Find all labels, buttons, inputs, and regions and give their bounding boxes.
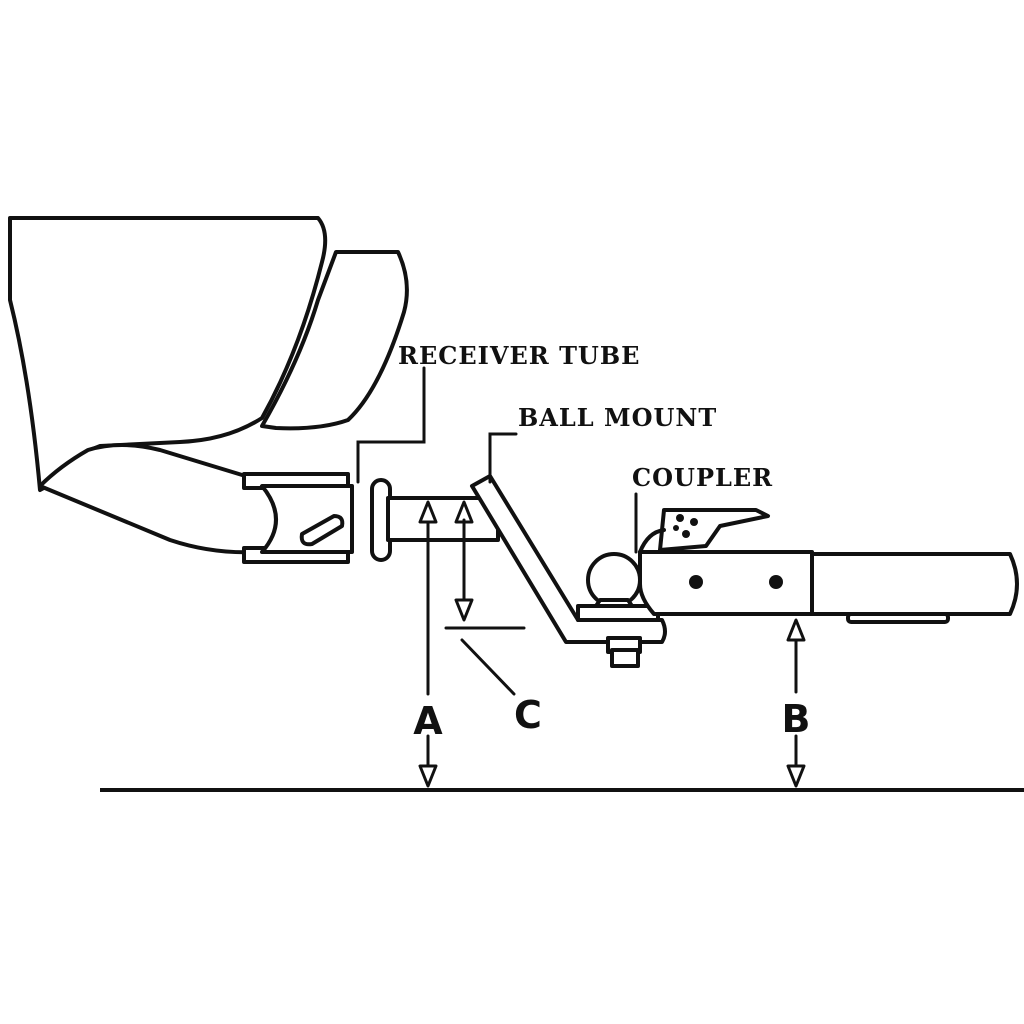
ball-base — [576, 604, 660, 622]
coupler-bolt-right — [769, 575, 783, 589]
coupler-latch — [658, 508, 770, 552]
ball-mount-leader — [488, 432, 518, 484]
dimension-c-label: C — [514, 693, 542, 737]
dimension-b-label: B — [782, 697, 811, 741]
ball-mount-bolt — [610, 648, 640, 668]
trailer-tongue — [810, 552, 1019, 624]
coupler — [638, 508, 814, 616]
vehicle-rear — [8, 216, 409, 555]
hitch-ball — [576, 552, 660, 622]
dimension-a: A — [413, 500, 443, 788]
vehicle-frame-rail — [38, 443, 294, 555]
dimension-c: C — [444, 500, 542, 737]
receiver-tube — [242, 472, 500, 564]
trailer-tongue-tube — [810, 552, 1019, 616]
receiver-tube-label: RECEIVER TUBE — [398, 341, 640, 370]
receiver-tube-leader — [356, 366, 426, 484]
dimension-a-label: A — [413, 699, 443, 743]
hitch-pin — [299, 514, 345, 547]
receiver-shank — [386, 496, 500, 542]
coupler-body — [638, 550, 814, 616]
coupler-bolt-left — [689, 575, 703, 589]
coupler-label: COUPLER — [632, 463, 773, 492]
vehicle-bumper-panel — [260, 250, 409, 431]
ball-mount-label: BALL MOUNT — [518, 403, 717, 432]
vehicle-body — [8, 216, 328, 492]
dimension-b: B — [782, 618, 811, 788]
trailer-tongue-plate — [846, 612, 950, 624]
